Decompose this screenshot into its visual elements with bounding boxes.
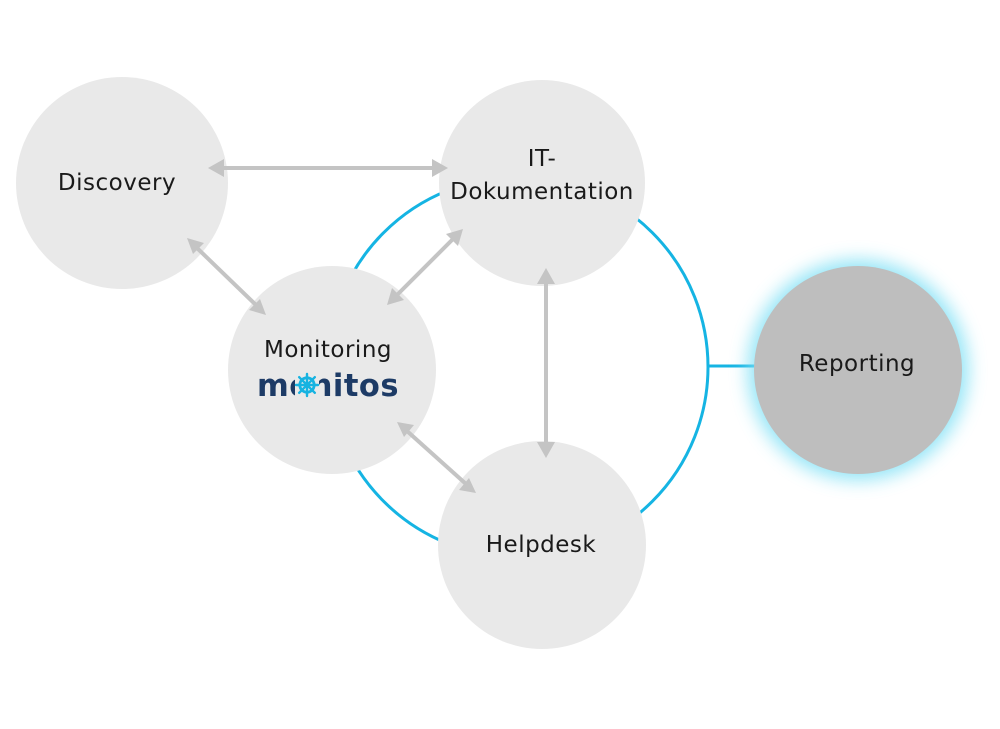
monitoring-label: Monitoring [264, 337, 392, 363]
discovery-label: Discovery [58, 170, 176, 196]
discovery-monitoring-connector [187, 238, 266, 315]
reporting-node[interactable] [754, 266, 962, 474]
monitoring-helpdesk-connector [397, 422, 476, 493]
monitoring-node[interactable] [228, 266, 436, 474]
itdoc-helpdesk-connector [537, 268, 555, 458]
monitoring-itdoc-connector [387, 229, 463, 305]
monitos-logo: monitos [257, 368, 399, 404]
discovery-node[interactable] [16, 77, 228, 289]
it-dokumentation-label-line2: Dokumentation [450, 179, 634, 205]
helpdesk-label: Helpdesk [486, 532, 597, 558]
discovery-itdoc-connector [208, 159, 448, 177]
reporting-label: Reporting [799, 351, 915, 377]
it-dokumentation-label-line1: IT- [528, 146, 557, 172]
it-dokumentation-node[interactable] [439, 80, 645, 286]
helpdesk-node[interactable] [438, 441, 646, 649]
svg-text:monitos: monitos [257, 368, 399, 404]
ships-wheel-icon [294, 372, 320, 398]
